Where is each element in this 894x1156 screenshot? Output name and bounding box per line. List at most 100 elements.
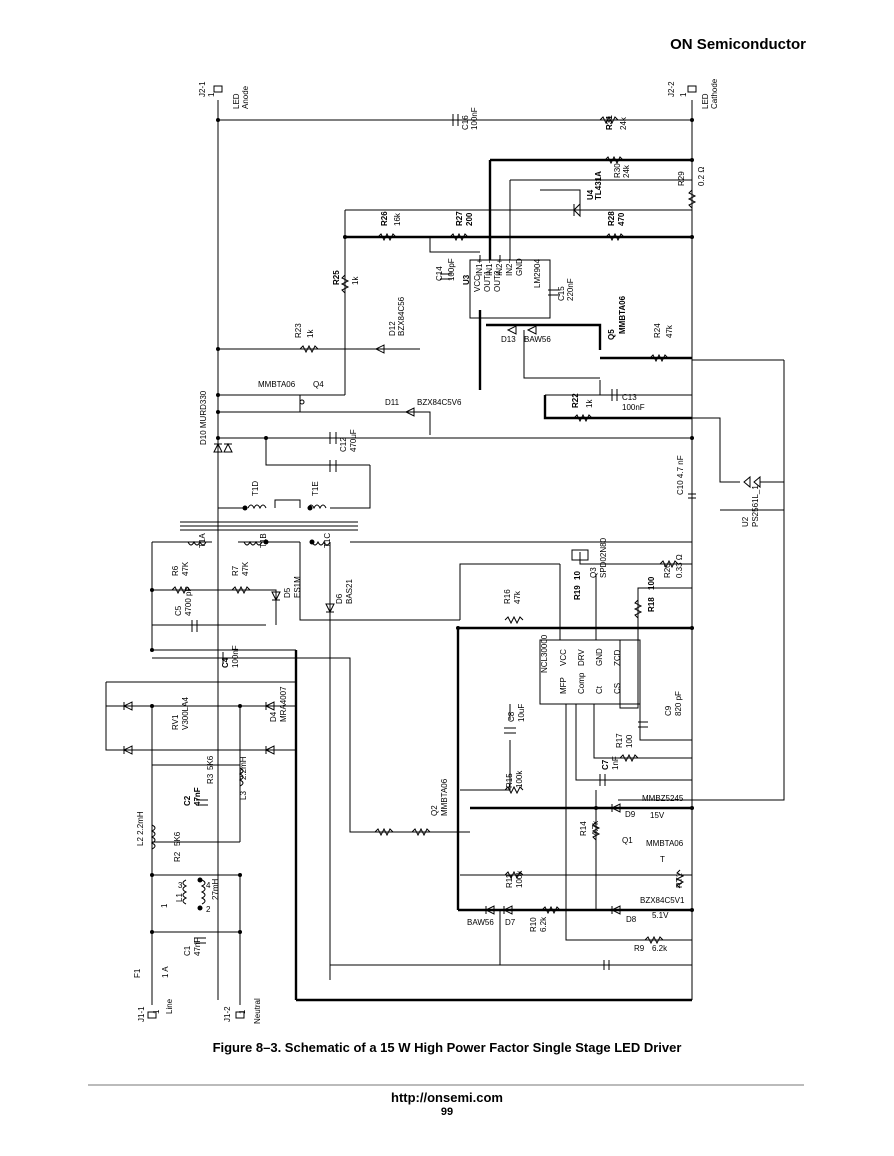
- component-label: R17: [615, 733, 624, 748]
- component-label: J1-2: [223, 1006, 232, 1022]
- component-label: R30: [613, 163, 622, 178]
- component-label: C15: [557, 286, 566, 301]
- component-label: 5.1V: [652, 911, 669, 920]
- component-label: 4700 pF: [184, 587, 193, 616]
- component-label: 47K: [241, 561, 250, 576]
- svg-text:CS: CS: [613, 683, 622, 694]
- svg-text:DRV: DRV: [577, 649, 586, 666]
- component-label: C12: [339, 437, 348, 452]
- component-label: T1B: [259, 533, 268, 548]
- component-label: 47k: [665, 324, 674, 338]
- component-label: D9: [625, 810, 636, 819]
- component-label: 1: [160, 903, 169, 908]
- component-label: 100nF: [470, 107, 479, 130]
- component-label: J2-2: [667, 81, 676, 97]
- component-label: C2: [183, 795, 192, 806]
- component-label: R18: [647, 597, 656, 612]
- component-label: 1k: [351, 276, 360, 285]
- svg-text:Ct: Ct: [595, 685, 604, 694]
- component-label: 5K6: [206, 755, 215, 770]
- component-label: D10 MURD330: [199, 390, 208, 445]
- component-label: Anode: [241, 85, 250, 109]
- component-label: BZX84C5V1: [640, 896, 685, 905]
- component-label: T1D: [251, 481, 260, 496]
- component-label: BAS21: [345, 579, 354, 604]
- component-label: 100nF: [231, 645, 240, 668]
- component-label: MRA4007: [279, 686, 288, 722]
- component-label: 1: [152, 1009, 161, 1014]
- component-label: 27mH: [211, 878, 220, 900]
- component-label: RT1: [675, 872, 684, 888]
- component-label: R2: [173, 851, 182, 862]
- svg-text:IN2+: IN2+: [495, 259, 504, 276]
- component-label: 470uF: [349, 429, 358, 452]
- component-label: LM2904: [533, 259, 542, 288]
- svg-text:MFP: MFP: [559, 677, 568, 694]
- component-label: T: [660, 855, 665, 864]
- component-label: BZX84C56: [397, 296, 406, 336]
- component-label: D7: [505, 918, 516, 927]
- component-label: 100nF: [622, 403, 645, 412]
- component-label: 0.33 Ω: [675, 554, 684, 578]
- component-label: 6.2k: [652, 944, 668, 953]
- component-label: U4: [586, 189, 595, 200]
- component-label: D8: [626, 915, 637, 924]
- component-label: C10 4.7 nF: [676, 455, 685, 495]
- component-label: 100: [647, 576, 656, 590]
- component-label: 1: [238, 1009, 247, 1014]
- component-label: 1 A: [161, 966, 170, 978]
- component-label: 100k: [515, 770, 524, 788]
- component-label: C16: [461, 115, 470, 130]
- component-label: R7: [231, 565, 240, 576]
- component-label: Cathode: [710, 78, 719, 109]
- component-label: ES1M: [293, 576, 302, 598]
- component-label: F1: [133, 968, 142, 978]
- component-label: R24: [653, 323, 662, 338]
- component-label: 0.2 Ω: [697, 167, 706, 186]
- component-label: T1C: [323, 533, 332, 548]
- component-label: C13: [622, 393, 637, 402]
- component-label: V300LA4: [181, 697, 190, 730]
- component-label: C5: [174, 605, 183, 616]
- svg-text:ZCD: ZCD: [613, 649, 622, 666]
- component-label: BAW56: [524, 335, 551, 344]
- component-label: C1: [183, 945, 192, 956]
- component-label: R22: [571, 393, 580, 408]
- component-label: 1: [207, 92, 216, 97]
- component-label: LED: [701, 93, 710, 109]
- svg-text:VCC: VCC: [473, 275, 482, 292]
- component-label: R29: [677, 171, 686, 186]
- component-label: R3: [206, 773, 215, 784]
- svg-text:IN1+: IN1+: [475, 259, 484, 276]
- component-label: Q4: [313, 380, 324, 389]
- component-label: 16k: [393, 212, 402, 226]
- component-label: C8: [507, 711, 516, 722]
- component-label: SPD02N80: [599, 537, 608, 578]
- svg-text:OUT1: OUT1: [483, 270, 492, 292]
- component-label: L2 2.2mH: [136, 811, 145, 846]
- component-label: R19: [573, 585, 582, 600]
- component-label: 24k: [619, 116, 628, 130]
- component-label: L3: [239, 791, 248, 800]
- component-label: L1: [175, 893, 184, 902]
- component-label: J1-1: [137, 1006, 146, 1022]
- component-label: 220nF: [566, 278, 575, 301]
- component-label: R23: [294, 323, 303, 338]
- component-label: 6.2k: [539, 916, 548, 932]
- footer-divider: [88, 1084, 804, 1086]
- footer-url[interactable]: http://onsemi.com: [391, 1090, 503, 1105]
- component-label: U2: [741, 516, 750, 527]
- component-label: 47nF: [193, 938, 202, 956]
- schematic-components: [122, 85, 784, 1019]
- component-label: R20: [663, 563, 672, 578]
- component-label: J2-1: [198, 81, 207, 97]
- component-label: R25: [332, 270, 341, 285]
- component-label: R31: [605, 115, 614, 130]
- component-label: R26: [380, 211, 389, 226]
- svg-text:IN2−: IN2−: [505, 259, 514, 276]
- component-label: MMBTA06: [440, 778, 449, 816]
- component-label: 100k: [515, 870, 524, 888]
- component-label: BAW56: [467, 918, 494, 927]
